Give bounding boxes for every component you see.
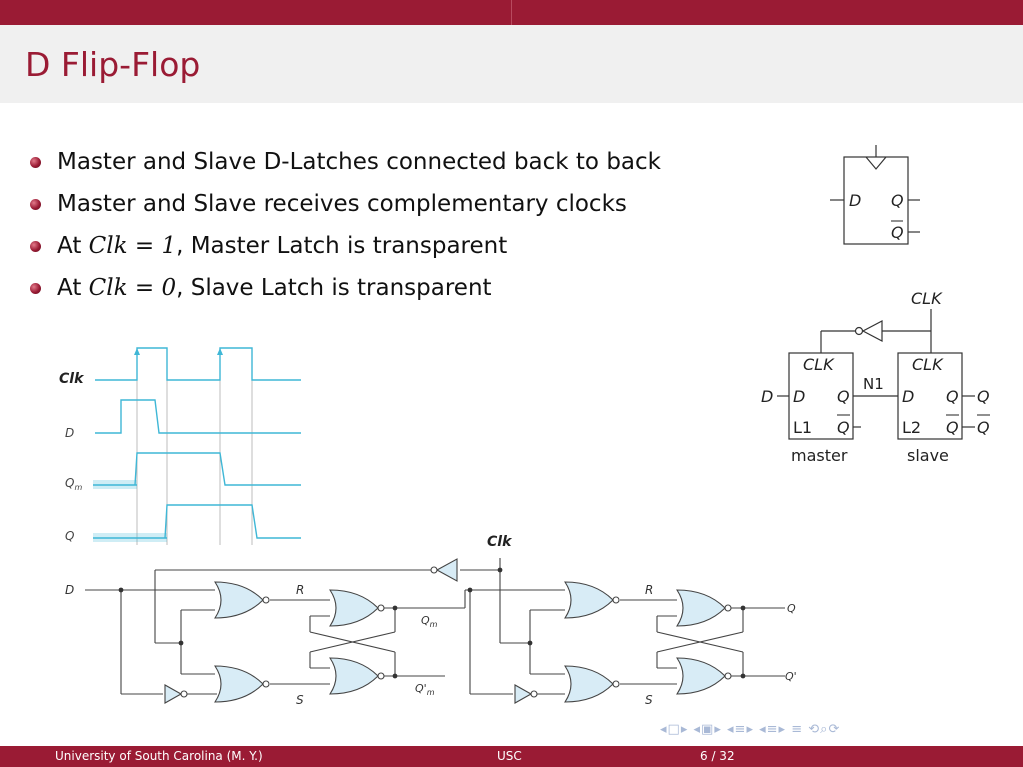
top-bar-divider (511, 0, 512, 25)
l2-qbar-label: Q (946, 418, 959, 437)
bullet-text: , Slave Latch is transparent (176, 275, 492, 301)
footer-bar: University of South Carolina (M. Y.) USC… (0, 746, 1023, 767)
bullet-item: At Clk = 0, Slave Latch is transparent (30, 272, 661, 314)
q-out-label: Q (787, 602, 796, 615)
r1-label: R (296, 583, 304, 597)
bullet-text: At (57, 233, 89, 259)
qm-waveform (134, 452, 301, 486)
nav-frame-icon[interactable]: □ (667, 722, 681, 737)
qm-signal-label: Qm (65, 476, 82, 492)
nav-subsection-icon[interactable]: ▣ (701, 722, 715, 737)
timing-guides (136, 348, 253, 545)
output-q-label: Q (977, 387, 990, 406)
nav-search-icon[interactable]: ⟲⌕⟳ (808, 722, 841, 737)
l1-q-label: Q (837, 387, 850, 406)
title-bar (0, 25, 1023, 103)
top-header-bar (0, 0, 1023, 25)
l2-name: L2 (902, 418, 921, 437)
math-expression: Clk = 0 (88, 275, 177, 301)
bullet-icon (30, 199, 41, 210)
nor-gate-icon (676, 657, 726, 695)
clk-waveform (95, 347, 301, 381)
circuit-clk-label: Clk (487, 534, 513, 550)
symbol-qbar-label: Q (891, 223, 904, 242)
symbol-q-label: Q (891, 191, 904, 210)
bullet-item: At Clk = 1, Master Latch is transparent (30, 230, 661, 272)
output-qbar-label: Q (977, 418, 990, 437)
node-n1-label: N1 (863, 375, 884, 393)
nor-gate-icon (214, 665, 264, 703)
l2-clk-label: CLK (912, 355, 944, 374)
input-d-label: D (761, 387, 773, 406)
nav-next-icon[interactable]: ▸ (680, 722, 689, 737)
beamer-navigation: ◂□▸ ◂▣▸ ◂≡▸ ◂≡▸ ≡ ⟲⌕⟳ (660, 722, 840, 737)
qp-out-label: Q' (785, 670, 797, 683)
slave-caption: slave (907, 446, 949, 465)
nav-section-icon[interactable]: ≡ (734, 722, 747, 737)
bullet-text: At (57, 275, 89, 301)
flip-flop-symbol: D Q Q (830, 145, 920, 245)
rising-edge-arrow-icon (217, 348, 223, 355)
l1-clk-label: CLK (803, 355, 835, 374)
circuit-d-label: D (65, 583, 74, 597)
d-signal-label: D (65, 426, 74, 440)
nor-gate-icon (564, 665, 614, 703)
footer-author: University of South Carolina (M. Y.) (55, 749, 263, 763)
qmp-label: Q'm (415, 682, 435, 697)
nav-prev-icon[interactable]: ◂ (727, 722, 735, 737)
bullet-icon (30, 283, 41, 294)
bullet-item: Master and Slave receives complementary … (30, 188, 661, 230)
bullet-icon (30, 157, 41, 168)
nor-gate-icon (329, 589, 379, 627)
inverter-icon (435, 558, 458, 582)
nav-next-icon[interactable]: ▸ (746, 722, 754, 737)
nor-gate-icon (564, 581, 614, 619)
symbol-d-label: D (849, 191, 861, 210)
clock-edge-icon (865, 156, 887, 170)
nav-next-icon[interactable]: ▸ (714, 722, 722, 737)
q-waveform (164, 504, 301, 539)
nav-prev-icon[interactable]: ◂ (693, 722, 702, 737)
footer-institution: USC (497, 749, 522, 763)
inverter-icon (861, 320, 883, 342)
inverter-icon (514, 684, 533, 704)
clk-signal-label: Clk (59, 371, 85, 387)
q-signal-label: Q (65, 529, 74, 543)
nor-gate-icon (329, 657, 379, 695)
nav-next-icon[interactable]: ▸ (778, 722, 787, 737)
bullet-item: Master and Slave D-Latches connected bac… (30, 146, 661, 188)
l1-d-label: D (793, 387, 805, 406)
clk-top-label: CLK (911, 289, 943, 308)
bullet-text: Master and Slave receives complementary … (57, 191, 627, 217)
math-expression: Clk = 1 (88, 233, 177, 259)
nav-section-icon[interactable]: ≡ (766, 722, 779, 737)
l1-name: L1 (793, 418, 812, 437)
d-waveform (95, 399, 301, 434)
inverter-icon (164, 684, 183, 704)
qm-label: Qm (421, 614, 438, 629)
bullet-list: Master and Slave D-Latches connected bac… (30, 146, 661, 314)
bullet-text: Master and Slave D-Latches connected bac… (57, 149, 661, 175)
nav-align-icon[interactable]: ≡ (791, 722, 804, 737)
rising-edge-arrow-icon (134, 348, 140, 355)
bullet-text: , Master Latch is transparent (176, 233, 508, 259)
nav-prev-icon[interactable]: ◂ (660, 722, 668, 737)
master-slave-latch-diagram: CLK CLK D Q L1 Q CLK D Q L2 Q D N1 Q Q m… (761, 289, 990, 465)
nor-gate-icon (214, 581, 264, 619)
l1-qbar-label: Q (837, 418, 850, 437)
timing-diagram: Clk D Qm Q (59, 347, 301, 545)
footer-page-number: 6 / 32 (700, 749, 735, 763)
s2-label: S (645, 693, 653, 707)
l2-q-label: Q (946, 387, 959, 406)
nor-gate-icon (676, 589, 726, 627)
master-caption: master (791, 446, 848, 465)
r2-label: R (645, 583, 653, 597)
gate-level-circuit: Clk D (65, 534, 797, 707)
bullet-icon (30, 241, 41, 252)
slide-title: D Flip-Flop (25, 45, 201, 84)
nav-prev-icon[interactable]: ◂ (759, 722, 767, 737)
s1-label: S (296, 693, 304, 707)
l2-d-label: D (902, 387, 914, 406)
